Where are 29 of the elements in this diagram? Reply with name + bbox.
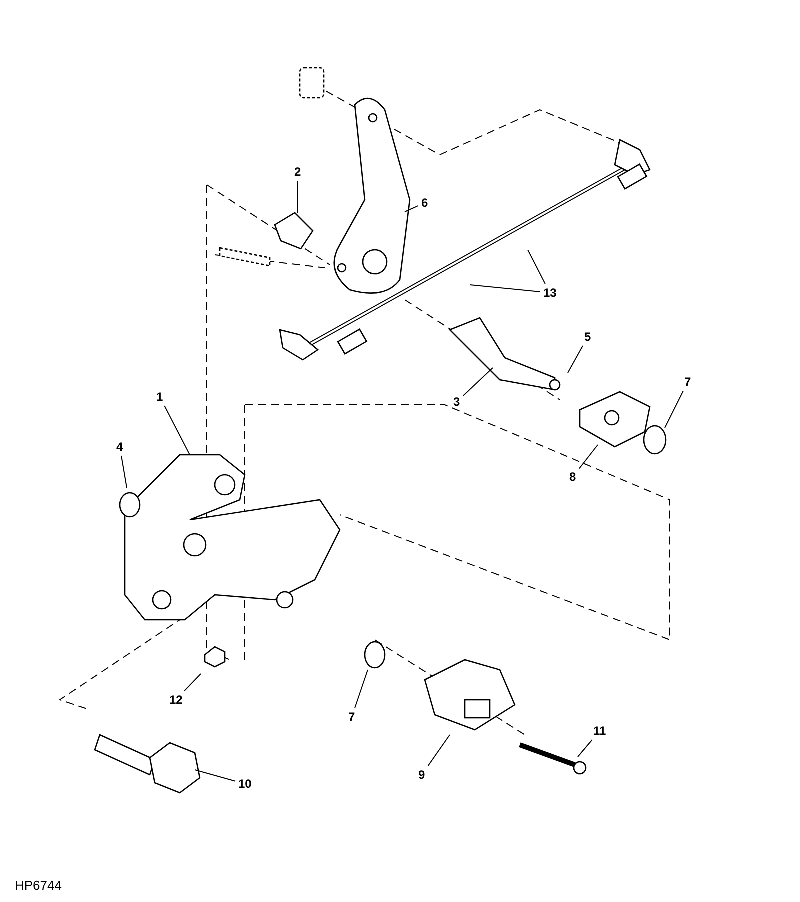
leader-line xyxy=(463,368,494,396)
callout-number: 2 xyxy=(294,165,302,179)
callout-number: 11 xyxy=(592,724,608,738)
callout-number: 7 xyxy=(684,375,692,389)
callout-number: 1 xyxy=(156,390,164,404)
callout-number: 5 xyxy=(584,330,592,344)
leader-line xyxy=(194,770,236,782)
callout-number: 6 xyxy=(420,196,430,210)
leader-line xyxy=(664,390,684,428)
leader-line xyxy=(470,284,541,293)
callout-number: 3 xyxy=(452,395,462,409)
callout-number: 4 xyxy=(116,440,124,454)
callout-number: 7 xyxy=(348,710,356,724)
leader-line xyxy=(528,250,546,284)
callout-number: 9 xyxy=(418,768,426,782)
leader-line xyxy=(579,444,598,470)
leader-line xyxy=(428,734,450,766)
leader-line xyxy=(404,205,419,212)
callout-number: 12 xyxy=(168,693,184,707)
callout-number: 10 xyxy=(238,777,253,791)
leader-line xyxy=(184,674,202,692)
leader-line xyxy=(568,346,584,374)
callout-number: 13 xyxy=(542,286,558,300)
leader-line xyxy=(354,670,368,708)
leader-line xyxy=(164,406,190,456)
leader-line xyxy=(121,456,128,488)
leader-line xyxy=(578,740,593,758)
callout-number: 8 xyxy=(568,470,578,484)
drawing-number: HP6744 xyxy=(15,878,62,893)
